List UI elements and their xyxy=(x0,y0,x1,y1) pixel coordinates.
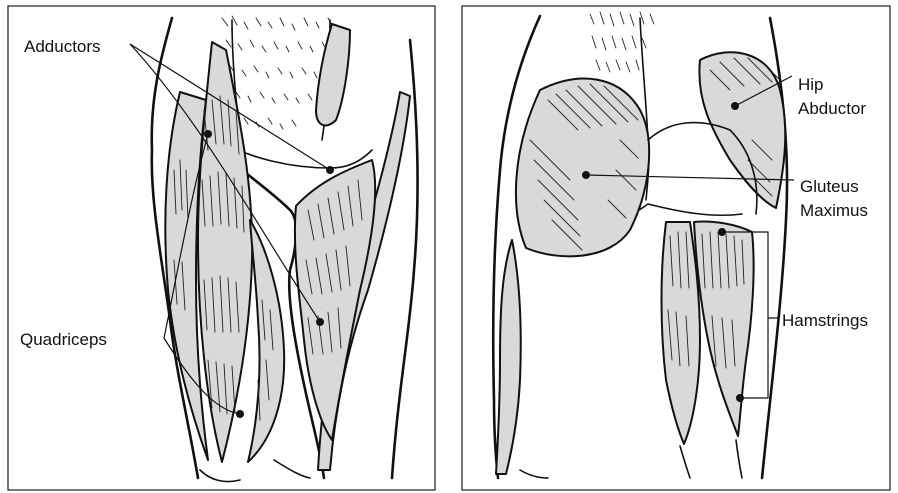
back-gluteus-maximus xyxy=(516,79,649,257)
hamstrings-label: Hamstrings xyxy=(782,311,868,330)
adductors-marker-upper xyxy=(326,166,334,174)
gluteus-marker xyxy=(582,171,590,179)
gluteus-label-line2: Maximus xyxy=(800,201,868,220)
quadriceps-label: Quadriceps xyxy=(20,330,107,349)
hamstrings-marker-upper xyxy=(718,228,726,236)
hip-abductor-label-line1: Hip xyxy=(798,75,824,94)
gluteus-label-line1: Gluteus xyxy=(800,177,859,196)
quadriceps-marker-upper xyxy=(204,130,212,138)
hamstrings-marker-lower xyxy=(736,394,744,402)
back-view-panel: Hip Abductor Gluteus Maximus Hamstrings xyxy=(462,6,890,490)
adductors-marker-lower xyxy=(316,318,324,326)
adductors-label: Adductors xyxy=(24,37,101,56)
hip-abductor-marker xyxy=(731,102,739,110)
hip-abductor-label-line2: Abductor xyxy=(798,99,866,118)
quadriceps-marker-lower xyxy=(236,410,244,418)
front-view-panel: Adductors Quadriceps xyxy=(8,6,435,490)
